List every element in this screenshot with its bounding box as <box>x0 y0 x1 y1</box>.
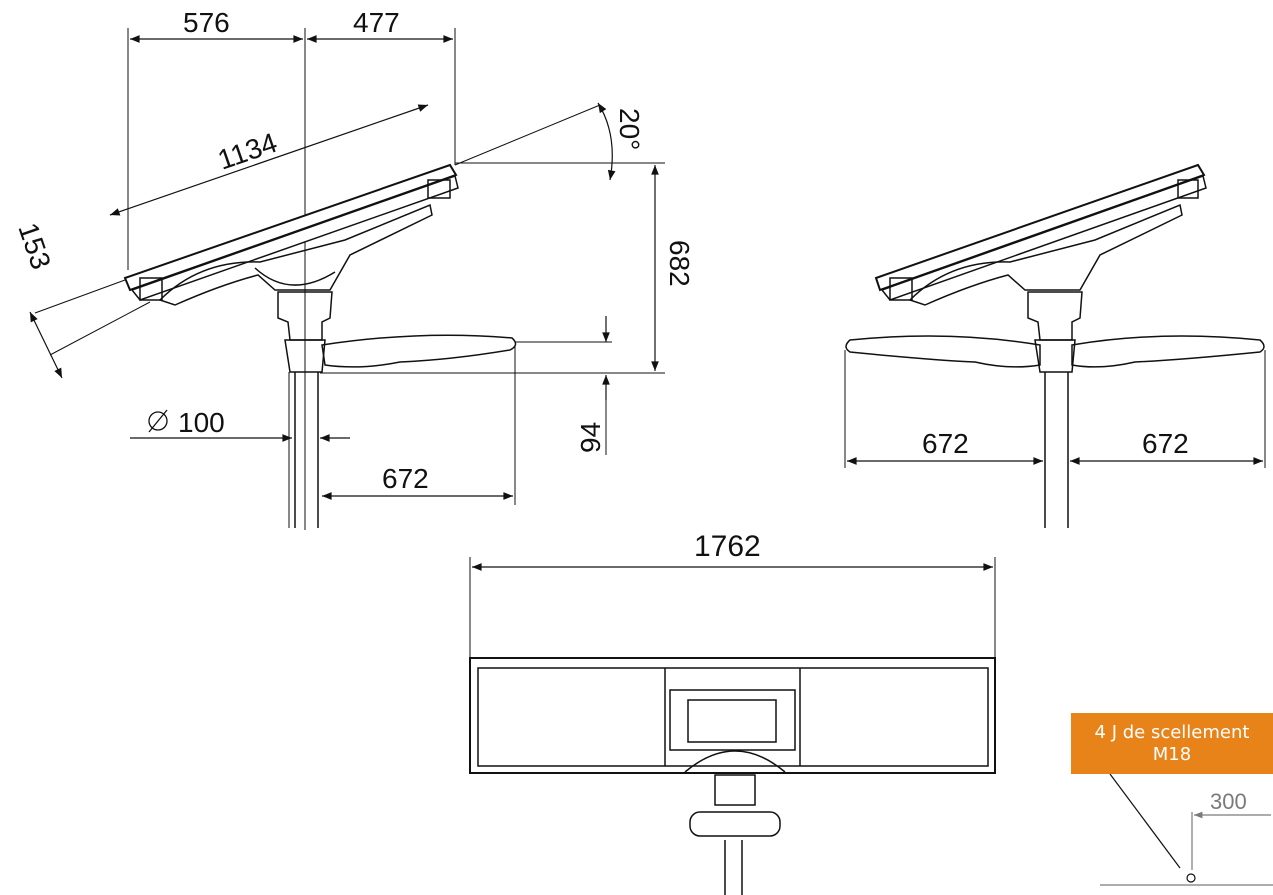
dim-label-diameter: 100 <box>178 407 225 438</box>
dim-label-672-right: 672 <box>1142 428 1189 459</box>
dim-label-300: 300 <box>1210 789 1247 814</box>
dim-label-153: 153 <box>12 219 57 273</box>
dim-label-672-side: 672 <box>382 463 429 494</box>
diameter-icon <box>148 411 168 431</box>
dim-label-20: 20° <box>614 108 645 150</box>
dim-arc-20 <box>597 102 616 181</box>
dim-label-94: 94 <box>575 422 606 453</box>
top-view <box>469 557 996 895</box>
dim-label-1762: 1762 <box>694 530 761 563</box>
side-view-dimensions <box>29 35 659 500</box>
dim-label-682: 682 <box>664 240 695 287</box>
callout-line-1: 4 J de scellement <box>1094 721 1250 743</box>
dim-line-153 <box>29 311 63 379</box>
dim-label-477: 477 <box>353 7 400 38</box>
dim-label-1134: 1134 <box>214 127 281 176</box>
anchor-bolts-callout: 4 J de scellement M18 <box>1071 713 1273 774</box>
side-view <box>34 28 665 530</box>
dim-label-576: 576 <box>183 7 230 38</box>
dim-line-1134 <box>109 104 429 216</box>
front-view <box>844 163 1266 528</box>
dim-label-672-left: 672 <box>922 428 969 459</box>
callout-line-2: M18 <box>1152 743 1192 765</box>
side-view-labels: 576 477 1134 153 20° 682 94 100 672 <box>12 7 695 494</box>
foundation-detail <box>1100 773 1273 886</box>
